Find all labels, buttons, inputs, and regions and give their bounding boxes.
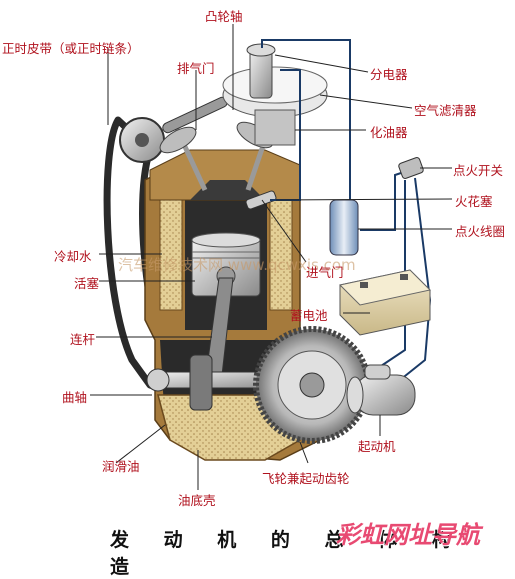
- starter-motor: [354, 374, 416, 416]
- label-flywheel: 飞轮兼起动齿轮: [262, 471, 350, 486]
- label-crankshaft: 曲轴: [62, 390, 88, 405]
- label-camshaft: 凸轮轴: [205, 9, 243, 24]
- engine-illustration: [90, 24, 453, 490]
- ignition-switch: [398, 157, 424, 179]
- label-carburetor: 化油器: [370, 125, 408, 140]
- label-starter-motor: 起动机: [358, 439, 396, 454]
- label-connecting-rod: 连杆: [70, 332, 96, 347]
- engine-diagram: 汽车维修技术网 www.qcwxjs.com 凸轮轴 正时皮带（或正时链条） 排…: [2, 9, 506, 578]
- label-exhaust-valve: 排气门: [177, 61, 215, 76]
- label-air-filter: 空气滤清器: [414, 103, 477, 118]
- label-intake-valve: 进气门: [306, 265, 344, 280]
- carburetor: [254, 109, 296, 146]
- label-battery: 蓄电池: [290, 308, 328, 323]
- label-ignition-switch: 点火开关: [453, 163, 504, 178]
- label-timing-belt: 正时皮带（或正时链条）: [2, 41, 140, 56]
- watermark: 汽车维修技术网 www.qcwxjs.com: [118, 256, 356, 274]
- label-piston: 活塞: [74, 276, 100, 291]
- label-oil-pan: 油底壳: [178, 493, 216, 508]
- label-spark-plug: 火花塞: [455, 194, 493, 209]
- ignition-coil: [329, 199, 359, 256]
- camshaft: [162, 96, 228, 134]
- ignition-wire: [261, 39, 351, 195]
- spark-plug: [245, 190, 277, 210]
- label-lube-oil: 润滑油: [102, 459, 140, 474]
- leader-lines: [90, 24, 453, 490]
- label-coolant: 冷却水: [54, 249, 92, 264]
- label-distributor: 分电器: [370, 67, 408, 82]
- label-ignition-coil: 点火线圈: [455, 224, 506, 239]
- site-logo-watermark: 彩虹网址导航: [336, 521, 480, 549]
